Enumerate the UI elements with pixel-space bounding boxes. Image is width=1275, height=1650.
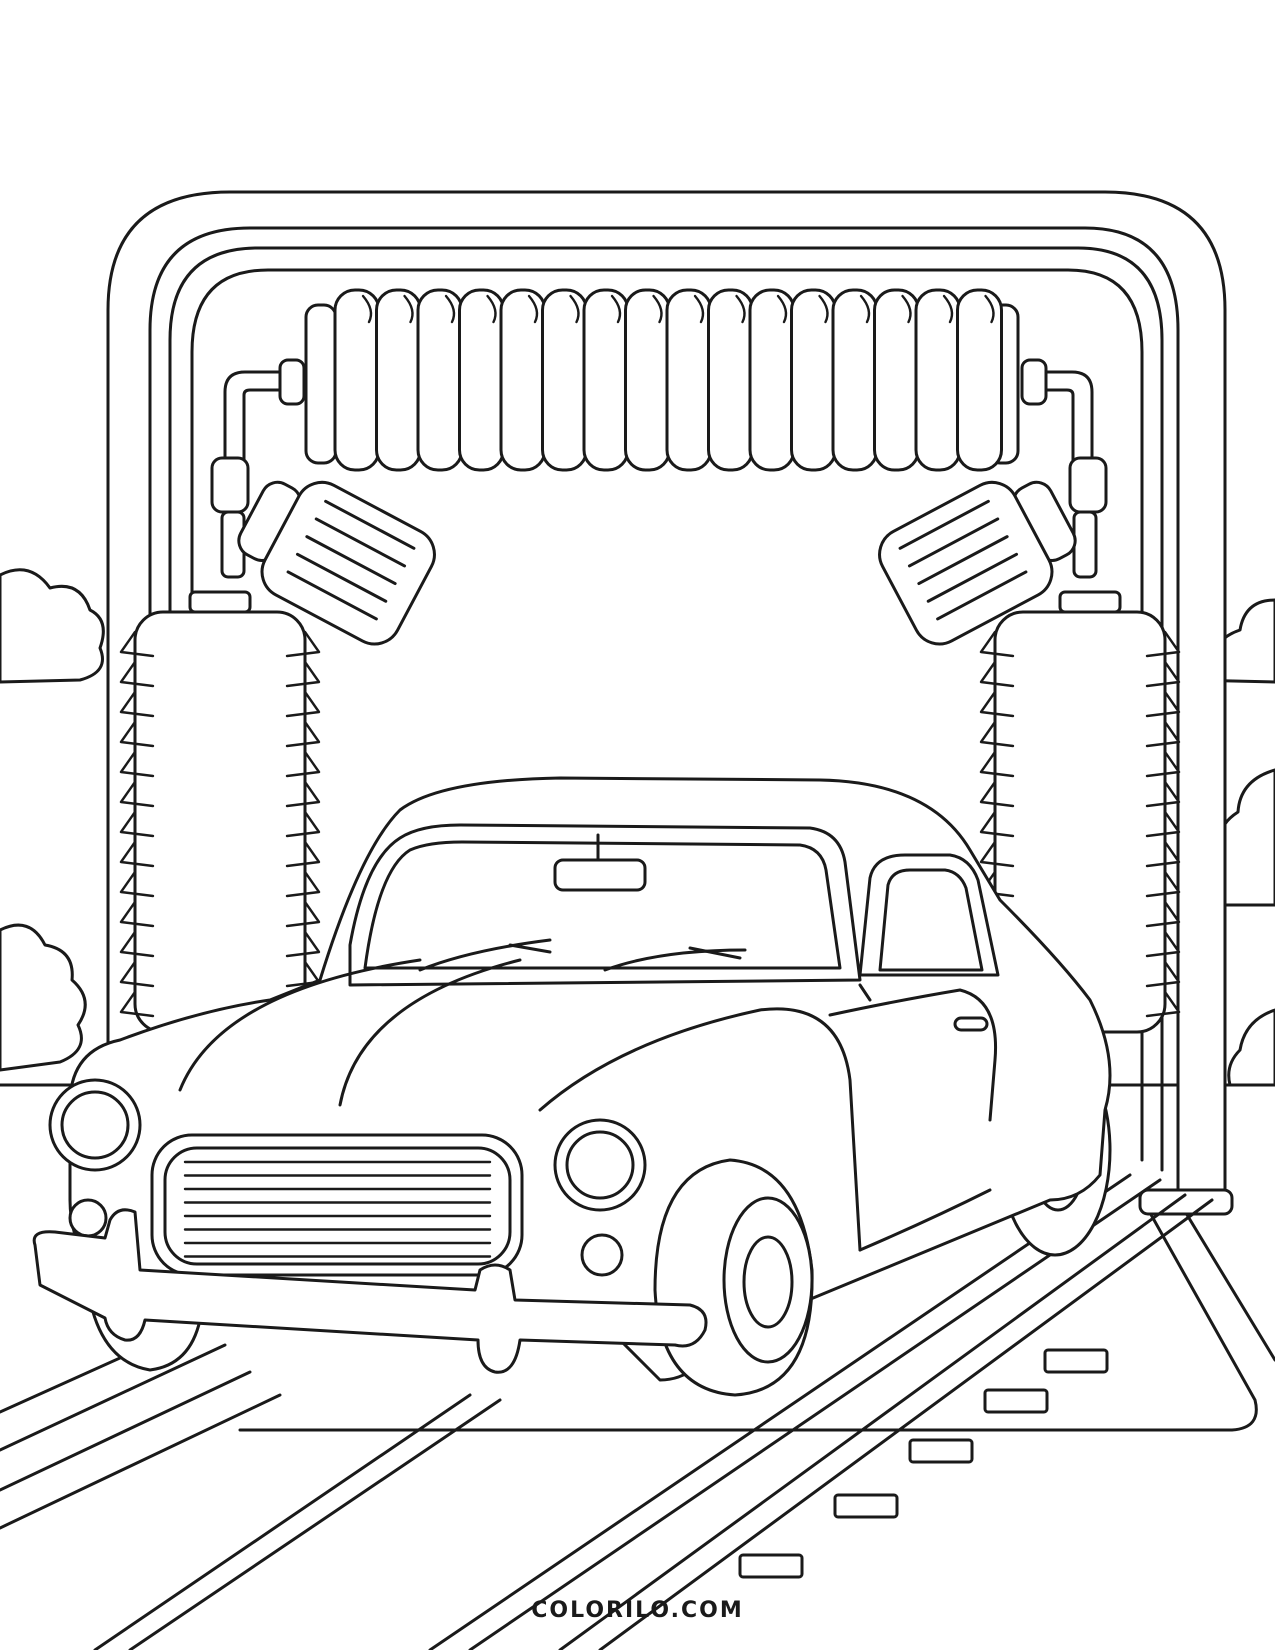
top-brush — [223, 288, 1094, 477]
car-wash-arch — [106, 190, 1234, 1216]
right-clouds — [1188, 598, 1275, 1087]
door-handle — [953, 1016, 989, 1032]
left-clouds — [0, 568, 105, 1072]
watermark-text: COLORILO.COM — [531, 1598, 744, 1623]
vintage-car — [32, 776, 1112, 1397]
right-angled-brush — [878, 456, 1108, 646]
left-angled-brush — [210, 456, 436, 646]
front-bumper — [32, 1208, 708, 1374]
right-vertical-brush — [979, 590, 1181, 1034]
left-vertical-brush — [119, 590, 321, 1034]
rearview-mirror — [553, 858, 647, 892]
